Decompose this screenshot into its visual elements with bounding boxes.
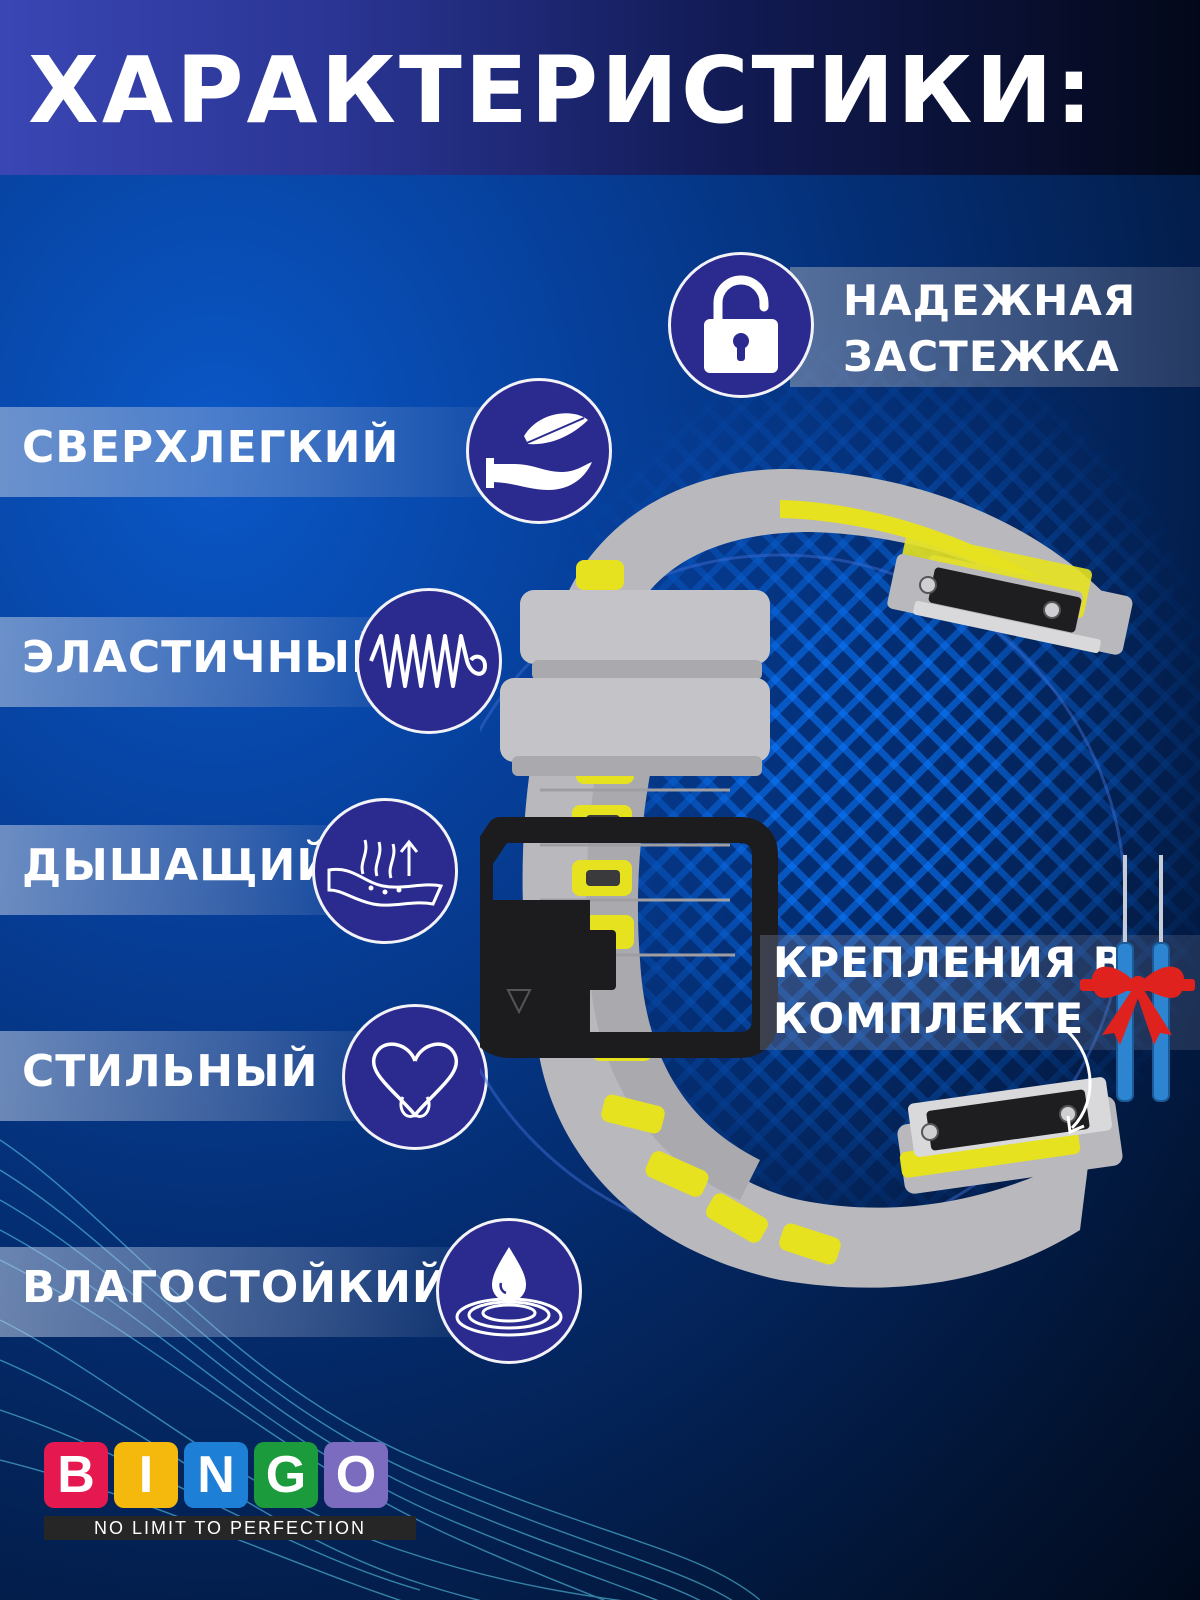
mounts-feature-label: КРЕПЛЕНИЯ В КОМПЛЕКТЕ: [773, 935, 1126, 1047]
clasp-feature-band: [790, 267, 1200, 387]
feature-label-elastic: ЭЛАСТИЧНЫЙ: [22, 632, 389, 683]
padlock-icon: [704, 275, 778, 373]
feather-hand-icon: [486, 413, 592, 490]
water-drop-icon: [455, 1247, 563, 1337]
clasp-icon-circle: [668, 252, 814, 398]
logo-letter-n: N: [184, 1442, 248, 1508]
heart-icon: [371, 1042, 459, 1118]
feature-icon-circle-stylish: [342, 1004, 488, 1150]
feature-icon-circle-waterproof: [436, 1218, 582, 1364]
bingo-logo: B I N G O NO LIMIT TO PERFECTION: [44, 1442, 424, 1542]
feature-band-waterproof: [0, 1247, 490, 1337]
feature-band-lightweight: [0, 407, 520, 497]
clasp-label-line2: ЗАСТЕЖКА: [843, 332, 1120, 381]
spring-bar-tools-image: [1080, 855, 1195, 1102]
feature-label-stylish: СТИЛЬНЫЙ: [22, 1046, 319, 1097]
breathable-fabric-icon: [327, 839, 444, 907]
feature-label-breathable: ДЫШАЩИЙ: [22, 840, 335, 891]
logo-letter-i: I: [114, 1442, 178, 1508]
watch-strap-image: [480, 469, 1133, 1288]
logo-letter-g: G: [254, 1442, 318, 1508]
logo-letter-o: O: [324, 1442, 388, 1508]
feature-icon-circle-lightweight: [466, 378, 612, 524]
clasp-label-line1: НАДЕЖНАЯ: [843, 276, 1137, 325]
feature-icon-circle-breathable: [312, 798, 458, 944]
feature-label-lightweight: СВЕРХЛЕГКИЙ: [22, 422, 400, 473]
feature-band-stylish: [0, 1031, 410, 1121]
feature-icon-circle-elastic: [356, 588, 502, 734]
feature-band-elastic: [0, 617, 420, 707]
curved-arrow-icon: [1059, 1023, 1092, 1135]
mounts-label-line1: КРЕПЛЕНИЯ В: [773, 938, 1126, 987]
logo-tagline: NO LIMIT TO PERFECTION: [44, 1516, 416, 1540]
mounts-label-line2: КОМПЛЕКТЕ: [773, 994, 1085, 1043]
clasp-feature-label: НАДЕЖНАЯ ЗАСТЕЖКА: [843, 273, 1136, 385]
feature-label-waterproof: ВЛАГОСТОЙКИЙ: [22, 1262, 450, 1313]
logo-letter-b: B: [44, 1442, 108, 1508]
spring-icon: [369, 634, 487, 688]
title-banner: [0, 0, 1200, 175]
logo-letters: B I N G O: [44, 1442, 424, 1508]
page-title: ХАРАКТЕРИСТИКИ:: [28, 37, 1096, 144]
